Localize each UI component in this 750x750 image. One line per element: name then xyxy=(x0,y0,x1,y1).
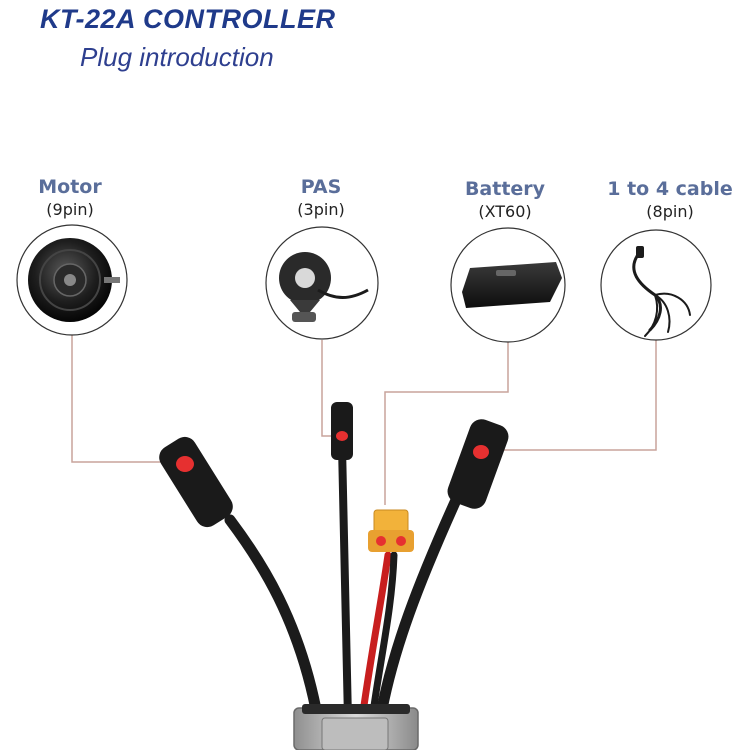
leader-line-cable xyxy=(492,338,657,451)
pas-thumb xyxy=(265,226,379,340)
cables xyxy=(224,442,462,726)
cable-icon xyxy=(632,246,691,337)
label-battery-name: Battery xyxy=(464,178,546,200)
pas-connector xyxy=(331,402,353,460)
label-battery-pins: (XT60) xyxy=(478,202,532,221)
cable-pas xyxy=(338,442,352,724)
label-motor-pins: (9pin) xyxy=(46,200,94,219)
xt60-connector xyxy=(368,509,414,552)
motor-thumb xyxy=(16,224,128,336)
label-cable-pins: (8pin) xyxy=(646,202,694,221)
diagram-subtitle: Plug introduction xyxy=(80,42,274,72)
cable-connector xyxy=(447,419,509,509)
cable-battery-red xyxy=(358,551,392,724)
label-motor: Motor (9pin) xyxy=(0,176,155,219)
cable-thumb xyxy=(600,229,712,341)
label-cable: 1 to 4 cable (8pin) xyxy=(585,178,750,221)
label-pas: PAS (3pin) xyxy=(236,176,406,219)
diagram-title: KT-22A CONTROLLER xyxy=(40,4,336,34)
label-pas-pins: (3pin) xyxy=(297,200,345,219)
label-motor-name: Motor xyxy=(38,176,102,198)
leader-line-pas xyxy=(321,340,334,437)
battery-thumb xyxy=(450,227,566,343)
pas-sensor-icon xyxy=(279,252,369,322)
leader-line-motor xyxy=(71,334,165,463)
motor-connector xyxy=(159,436,233,528)
battery-icon xyxy=(462,262,562,308)
cable-motor xyxy=(224,514,324,726)
label-pas-name: PAS xyxy=(300,176,342,198)
label-cable-name: 1 to 4 cable xyxy=(607,178,733,200)
cable-battery-black xyxy=(368,551,398,724)
hub-motor-icon xyxy=(28,238,120,322)
label-battery: Battery (XT60) xyxy=(420,178,590,221)
cable-1to4 xyxy=(374,494,462,726)
leader-lines xyxy=(71,334,657,505)
controller-box xyxy=(293,704,419,750)
leader-line-battery xyxy=(384,342,509,505)
